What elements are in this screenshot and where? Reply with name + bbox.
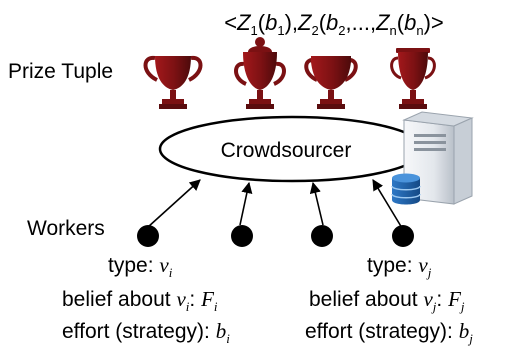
prize-tuple-formula: <Z1(b1),Z2(b2,...,Zn(bn)> xyxy=(224,10,444,38)
right-worker-effort: effort (strategy): bj xyxy=(305,319,473,346)
arrow-worker-3 xyxy=(309,181,324,226)
arrow-worker-4 xyxy=(372,179,403,229)
left-worker-type: type: vi xyxy=(108,253,173,280)
left-worker-effort: effort (strategy): bi xyxy=(62,319,230,346)
crowdsourcer-label: Crowdsourcer xyxy=(221,139,352,162)
worker-node xyxy=(137,225,159,247)
worker-node xyxy=(311,225,333,247)
arrow-worker-1 xyxy=(147,179,201,228)
trophy-icon xyxy=(390,48,436,109)
worker-node xyxy=(231,225,253,247)
workers-label: Workers xyxy=(27,217,105,240)
trophy-icon xyxy=(143,55,203,109)
right-worker-type: type: vj xyxy=(367,253,432,280)
prize-tuple-label: Prize Tuple xyxy=(8,60,113,83)
database-icon xyxy=(391,173,421,205)
trophy-icon xyxy=(304,56,358,109)
worker-node xyxy=(392,225,414,247)
arrow-worker-2 xyxy=(239,181,253,226)
trophy-icon xyxy=(234,37,286,109)
right-worker-belief: belief about vj: Fj xyxy=(309,287,465,314)
server-icon xyxy=(402,111,474,205)
left-worker-belief: belief about vi: Fi xyxy=(62,287,218,314)
